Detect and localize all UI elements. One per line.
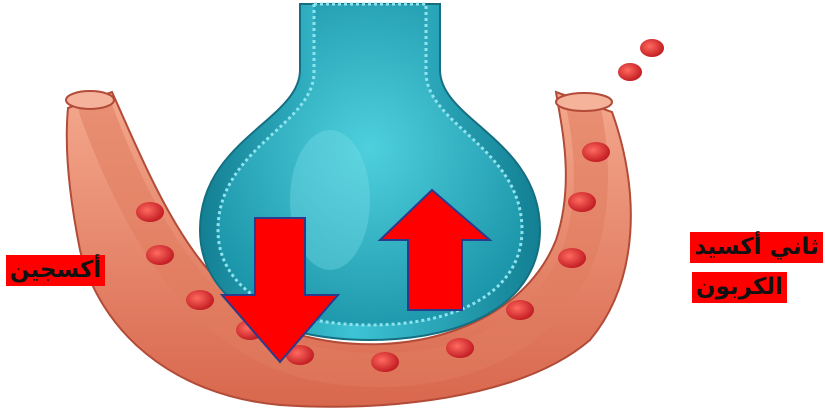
red-blood-cell	[640, 39, 664, 57]
red-blood-cell	[446, 338, 474, 358]
vessel-end-right	[556, 93, 612, 111]
vessel-end-left	[66, 91, 114, 109]
red-blood-cell	[371, 352, 399, 372]
carbon-dioxide-label-line2: الكربون	[692, 272, 787, 303]
red-blood-cell	[558, 248, 586, 268]
red-blood-cell	[136, 202, 164, 222]
red-blood-cell	[506, 300, 534, 320]
red-blood-cell	[186, 290, 214, 310]
red-blood-cell	[568, 192, 596, 212]
red-blood-cell	[582, 142, 610, 162]
oxygen-label: أكسجين	[6, 255, 105, 286]
red-blood-cell	[146, 245, 174, 265]
red-blood-cell	[618, 63, 642, 81]
carbon-dioxide-label-line1: ثاني أكسيد	[690, 232, 823, 263]
